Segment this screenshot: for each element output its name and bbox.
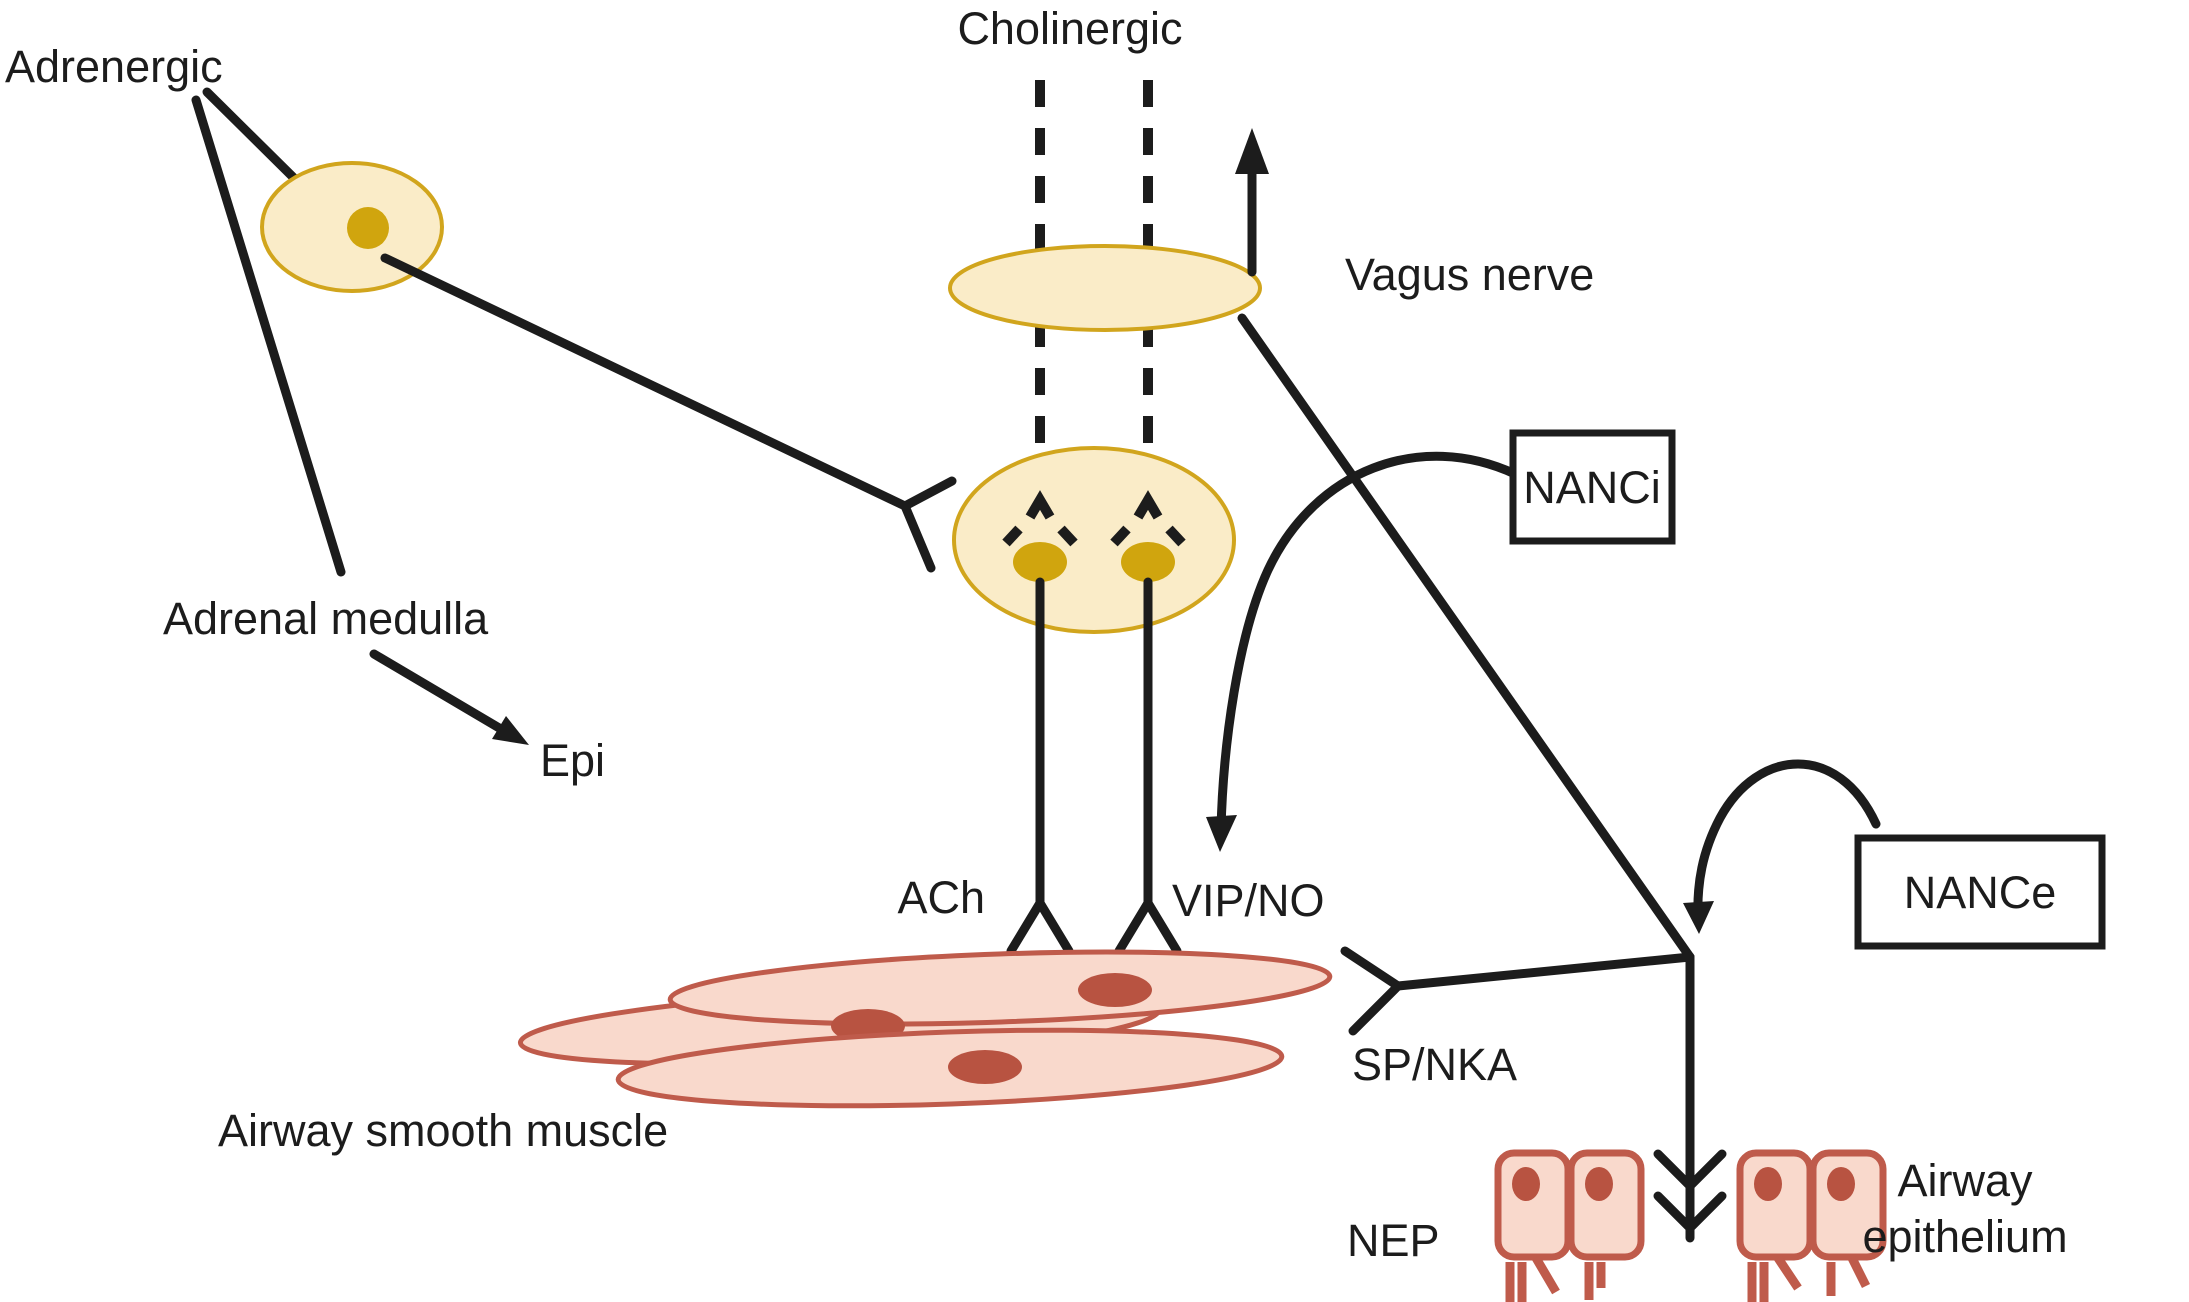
epithelial-cell-2 — [1567, 1149, 1645, 1300]
nance-arrowhead-icon — [1683, 901, 1714, 934]
postganglionic-fibers — [1006, 577, 1182, 956]
epithelial-nucleus — [1754, 1167, 1782, 1201]
nanci-annotation — [1206, 429, 1676, 852]
nerve-ending-chevron-lower-icon — [1653, 1191, 1727, 1233]
vagus-nerve-cross-section — [948, 244, 1262, 332]
nance-annotation — [1683, 759, 2106, 950]
epithelial-cell-4 — [1809, 1149, 1887, 1296]
adrenergic-axon — [380, 253, 910, 511]
epithelial-nucleus — [1512, 1167, 1540, 1201]
nanci-box — [1509, 429, 1676, 545]
label-epi: Epi — [540, 735, 605, 786]
vagus-nerve-section — [948, 128, 1695, 962]
label-airway-epithelium-line2: epithelium — [1862, 1211, 2067, 1262]
epithelial-cell-1 — [1494, 1149, 1572, 1302]
airway-smooth-muscle — [517, 949, 1333, 1109]
label-adrenergic: Adrenergic — [5, 41, 223, 92]
label-ach: ACh — [897, 872, 985, 923]
label-airway-epithelium-line1: Airway — [1897, 1155, 2033, 1206]
cilia-icon — [1826, 1255, 1871, 1296]
label-airway-smooth-muscle: Airway smooth muscle — [218, 1105, 668, 1156]
vagus-sensory-fiber — [1237, 313, 1695, 962]
vipno-terminal-icon — [1114, 898, 1182, 956]
sp-nka-terminal-icon — [1340, 946, 1403, 1036]
afferent-arrowhead-icon — [1235, 128, 1269, 174]
label-nance: NANCe — [1904, 867, 2057, 918]
ganglion-neuron-nucleus-right — [1121, 542, 1175, 582]
label-nep: NEP — [1347, 1215, 1440, 1266]
nance-curved-arrow — [1693, 759, 1881, 921]
epithelial-nucleus — [1585, 1167, 1613, 1201]
adrenergic-leader-line — [202, 87, 307, 191]
label-nanci: NANCi — [1523, 462, 1661, 513]
cilia-icon — [1747, 1255, 1802, 1302]
adrenergic-neuron-nucleus — [347, 207, 389, 249]
nerve-ending-chevron-upper-icon — [1653, 1149, 1727, 1191]
adrenergic-ganglion-terminal-icon — [900, 476, 957, 573]
smooth-muscle-nucleus-bottom — [948, 1050, 1022, 1084]
sp-nka-terminal — [1340, 946, 1695, 1036]
cilia-icon — [1584, 1262, 1606, 1300]
nanci-curved-arrow — [1216, 451, 1520, 835]
ganglion-neuron-nucleus-left — [1013, 542, 1067, 582]
nance-box — [1854, 834, 2106, 950]
epithelial-nerve — [1653, 952, 1727, 1243]
label-cholinergic: Cholinergic — [957, 3, 1182, 54]
ganglion-body — [952, 446, 1236, 634]
parasympathetic-ganglion — [952, 446, 1236, 634]
sensory-collateral-fiber — [1393, 952, 1695, 991]
adrenergic-pathway — [191, 87, 957, 745]
epi-arrowhead-icon — [492, 716, 529, 745]
airway-epithelium — [1494, 1149, 1887, 1302]
label-vagus-nerve: Vagus nerve — [1345, 249, 1594, 300]
cholinergic-synapse-right-icon — [1110, 490, 1186, 547]
label-adrenal-medulla: Adrenal medulla — [163, 593, 489, 644]
nanci-arrowhead-icon — [1206, 815, 1237, 852]
label-sp-nka: SP/NKA — [1352, 1039, 1517, 1090]
cholinergic-synapse-left-icon — [1002, 490, 1078, 547]
ach-terminal-icon — [1006, 898, 1074, 956]
cilia-icon — [1505, 1255, 1560, 1302]
epithelial-nucleus — [1827, 1167, 1855, 1201]
adrenal-medulla-leader-line — [191, 95, 346, 577]
smooth-muscle-cell-top — [667, 949, 1333, 1027]
label-vip-no: VIP/NO — [1172, 875, 1325, 926]
epithelial-cell-3 — [1736, 1149, 1814, 1302]
smooth-muscle-nucleus-top — [1078, 973, 1152, 1007]
epi-arrow-shaft — [369, 649, 511, 737]
